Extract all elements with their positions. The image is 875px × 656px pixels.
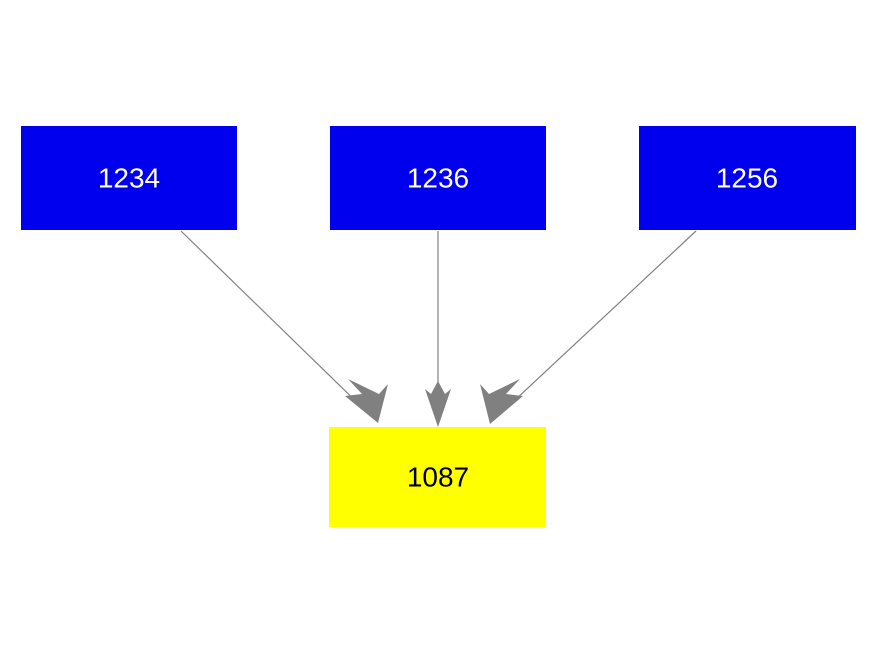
arrowhead-icon bbox=[345, 379, 388, 423]
edge-1234-to-1087[interactable] bbox=[180, 230, 388, 423]
node-1236-label: 1236 bbox=[407, 162, 469, 193]
arrowhead-icon bbox=[425, 381, 451, 427]
node-1087[interactable]: 1087 bbox=[329, 427, 546, 527]
edge-line bbox=[180, 230, 371, 416]
arrowhead-icon bbox=[480, 379, 523, 424]
node-1087-box bbox=[329, 427, 546, 527]
edge-1236-to-1087[interactable] bbox=[425, 231, 451, 427]
edge-line bbox=[498, 230, 697, 416]
node-1234-label: 1234 bbox=[98, 162, 160, 193]
node-1256-box bbox=[639, 126, 856, 230]
node-1256-label: 1256 bbox=[716, 162, 778, 193]
node-1234[interactable]: 1234 bbox=[21, 126, 237, 230]
node-1236-box bbox=[330, 126, 546, 230]
node-1234-box bbox=[21, 126, 237, 230]
edge-1256-to-1087[interactable] bbox=[480, 230, 697, 424]
node-1087-label: 1087 bbox=[407, 461, 469, 492]
node-1236[interactable]: 1236 bbox=[330, 126, 546, 230]
node-1256[interactable]: 1256 bbox=[639, 126, 856, 230]
